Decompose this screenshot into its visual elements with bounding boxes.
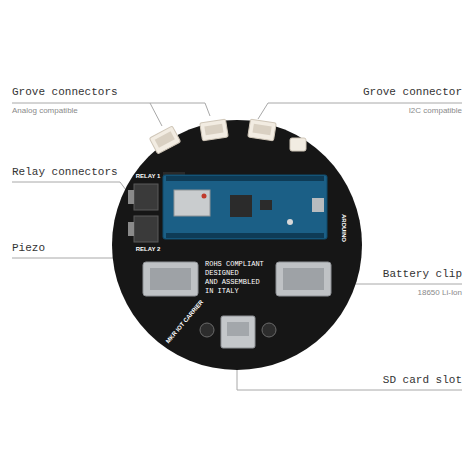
battery-clips <box>143 262 331 296</box>
callout-label: Battery clip <box>383 268 462 281</box>
callout-label: Grove connectors <box>12 86 118 99</box>
sd-card-slot <box>227 322 249 336</box>
silkscreen-text: IN ITALY <box>205 288 239 296</box>
sd-card-slot <box>221 316 255 348</box>
silkscreen-text: DESIGNED <box>205 270 239 278</box>
silkscreen-text: RELAY 2 <box>136 246 161 253</box>
silkscreen-text: ARDUINO <box>339 214 346 242</box>
silkscreen-text: ROHS COMPLIANT <box>205 261 264 269</box>
piezo <box>200 323 214 337</box>
callout-note: Analog compatible <box>12 106 78 116</box>
carrier-board <box>112 120 362 370</box>
silkscreen-text: MKR IOT CARRIER <box>165 299 205 345</box>
mkr-board <box>163 172 327 239</box>
silkscreen-text: RELAY 1 <box>136 173 161 180</box>
callout-note: I2C compatible <box>409 106 462 116</box>
piezo <box>262 323 276 337</box>
callout-note: 18650 Li-Ion <box>418 288 462 298</box>
leader-lines <box>12 103 462 390</box>
relay-connectors <box>128 184 158 242</box>
callout-label: Piezo <box>12 242 45 255</box>
callout-label: SD card slot <box>383 374 462 387</box>
callout-label: Grove connector <box>363 86 462 99</box>
silkscreen-text: AND ASSEMBLED <box>205 279 260 287</box>
callout-label: Relay connectors <box>12 166 118 179</box>
